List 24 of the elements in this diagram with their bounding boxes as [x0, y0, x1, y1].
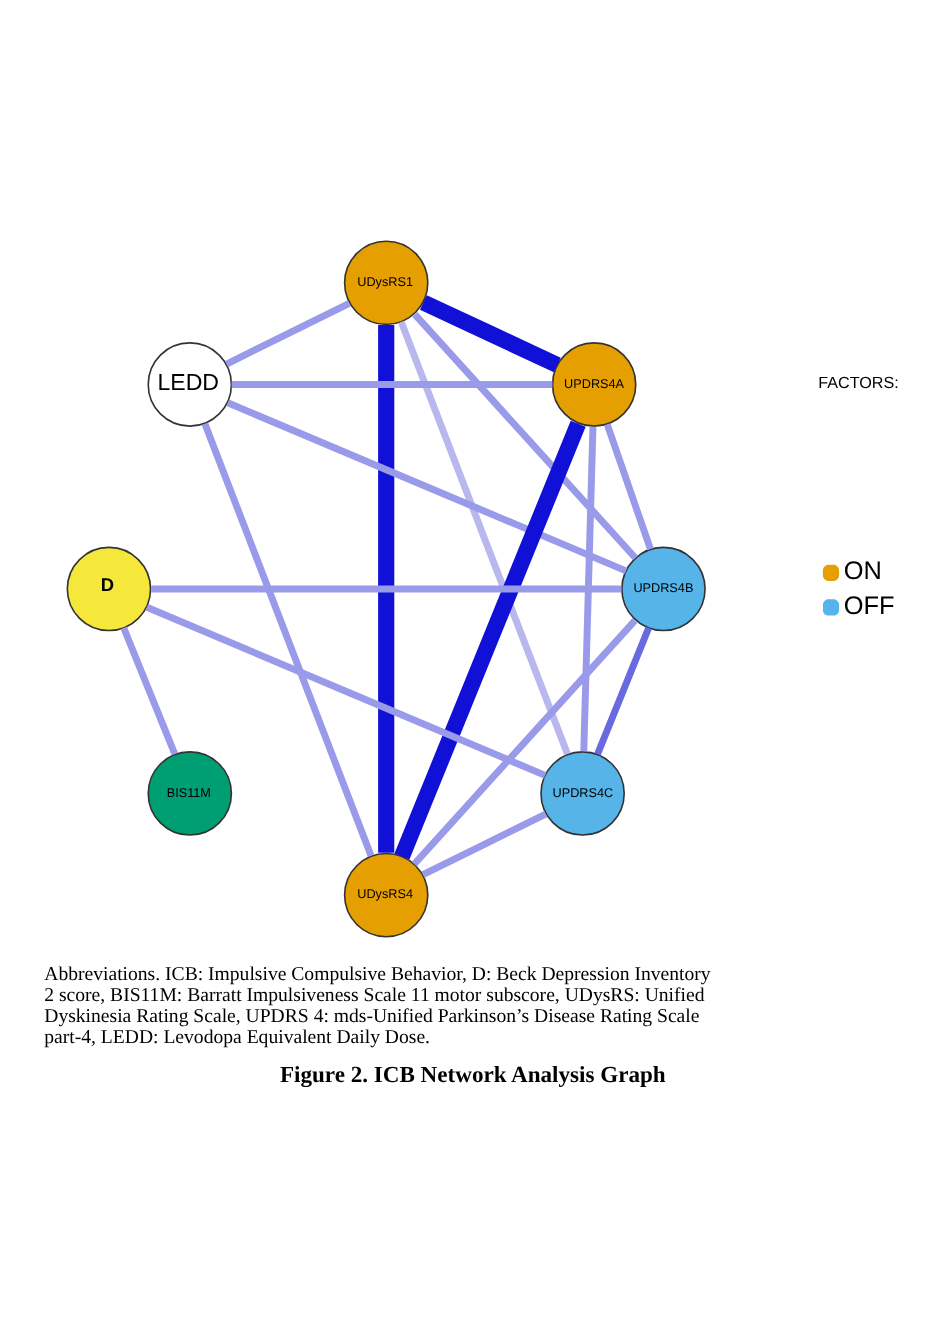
caption: Figure 2. ICB Network Analysis Graph — [279, 1063, 666, 1088]
connector — [594, 625, 652, 755]
connector — [225, 299, 351, 367]
connector — [580, 425, 597, 751]
connector — [419, 294, 561, 372]
connector — [603, 422, 654, 550]
connector — [120, 625, 178, 755]
label: Abbreviations. ICB: Impulsive Compulsive Behavior, D: Beck Depression Inventory 2 score, BIS11M: Barratt Impulsiveness Scale 11 motor subscore, UDysRS: Unified Dyskinesia Rating Scale, UPDRS 4: mds-Unified Parkinson’s Disease Rating Scale part-4, LEDD: Levodopa Equivalent Daily Dose. — [44, 963, 711, 1048]
connector — [151, 584, 622, 592]
connector — [226, 398, 628, 574]
connector — [201, 421, 375, 856]
label: FACTORS: — [818, 373, 899, 392]
connector — [378, 323, 395, 852]
connector — [145, 603, 547, 778]
connector — [412, 311, 638, 560]
connector — [398, 319, 571, 755]
node-circle: D — [66, 545, 152, 631]
node-circle: LEDD — [147, 341, 233, 426]
connector — [411, 617, 638, 866]
legend-label: OFF — [843, 590, 895, 619]
legend-label: ON — [843, 556, 882, 585]
connector — [231, 380, 553, 387]
connector — [394, 419, 586, 859]
connector — [421, 809, 548, 877]
